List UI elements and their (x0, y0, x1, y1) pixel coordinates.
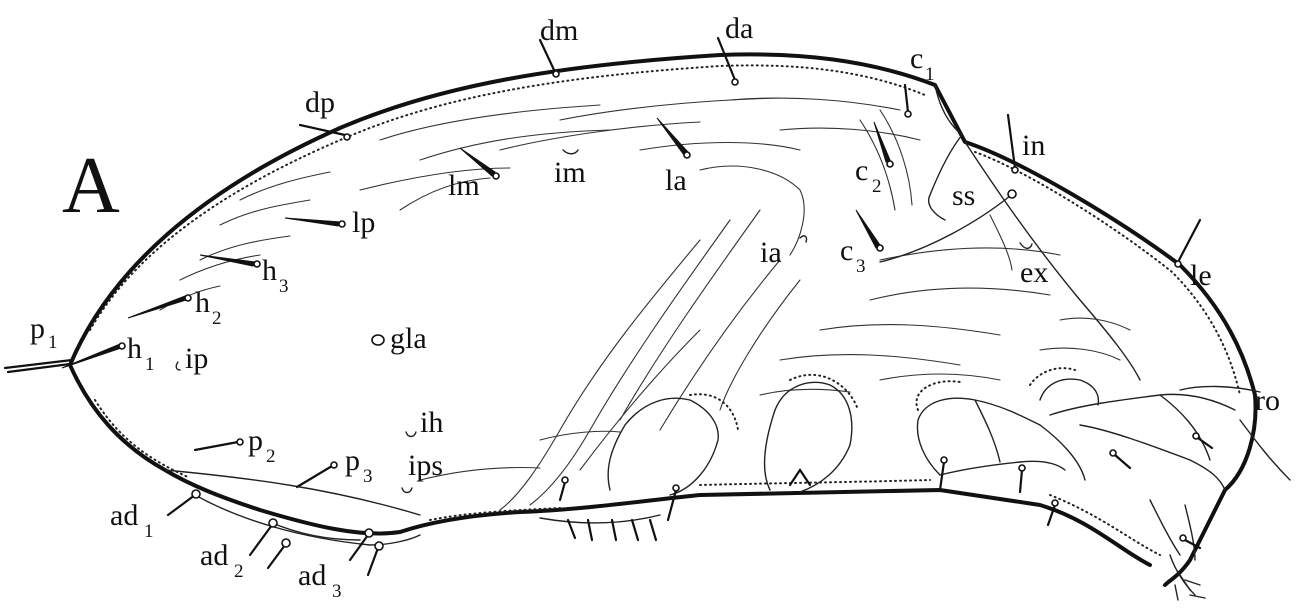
label-c3: c (840, 234, 853, 267)
label-da: da (725, 12, 753, 45)
panel-label: A (62, 142, 120, 230)
label-ad2: ad (200, 539, 228, 572)
cuticle-striae (160, 98, 1130, 510)
label-ad2-sub: 2 (234, 561, 244, 582)
seta-p1 (5, 360, 72, 372)
label-c2: c (855, 154, 868, 187)
seta-im (563, 150, 578, 154)
label-gla: gla (390, 322, 427, 355)
setae (5, 38, 1212, 600)
label-ex: ex (1020, 256, 1048, 289)
label-in: in (1022, 129, 1045, 162)
label-p2: p (248, 424, 263, 457)
label-p2-sub: 2 (266, 446, 276, 467)
seta-ih (406, 432, 416, 437)
seta-c3 (856, 210, 883, 251)
label-lp: lp (352, 206, 375, 239)
label-ad1-sub: 1 (144, 521, 154, 542)
label-ia: ia (760, 236, 782, 269)
label-h1-sub: 1 (145, 354, 155, 375)
label-c2-sub: 2 (872, 176, 882, 197)
label-ih: ih (420, 406, 443, 439)
seta-ad1 (168, 490, 200, 515)
label-im: im (554, 156, 586, 189)
seta-ips (402, 488, 412, 493)
seta-p3 (297, 462, 337, 487)
seta-ip (176, 362, 180, 370)
gland-opening-gla (372, 335, 384, 345)
seta-h2 (128, 295, 191, 318)
label-dm: dm (540, 14, 578, 47)
labels: A dm da dp c 1 in lm im la c 2 ss lp ia … (30, 12, 1280, 602)
seta-p2 (195, 439, 243, 450)
label-le: le (1190, 259, 1212, 292)
body-outline (70, 54, 1256, 585)
label-p3-sub: 3 (363, 466, 373, 487)
label-ip: ip (185, 342, 208, 375)
label-ad1: ad (110, 499, 138, 532)
label-c3-sub: 3 (856, 256, 866, 277)
label-ad3: ad (298, 559, 326, 592)
seta-h1 (62, 343, 125, 368)
label-p3: p (345, 444, 360, 477)
seta-c2 (874, 122, 893, 167)
label-h2: h (195, 286, 210, 319)
seta-ad3 (350, 529, 383, 575)
seta-ex (1020, 243, 1032, 248)
label-p1-sub: 1 (48, 332, 58, 353)
seta-da (718, 38, 738, 85)
label-lm: lm (448, 169, 480, 202)
label-ss: ss (952, 179, 975, 212)
label-ro: ro (1255, 384, 1280, 417)
label-dp: dp (305, 86, 335, 119)
label-h1: h (127, 332, 142, 365)
label-h2-sub: 2 (212, 308, 222, 329)
label-h3: h (262, 254, 277, 287)
seta-lp (285, 218, 345, 227)
label-c1: c (910, 42, 923, 75)
label-p1: p (30, 312, 45, 345)
label-h3-sub: 3 (279, 276, 289, 297)
label-la: la (665, 164, 687, 197)
seta-ad2 (250, 519, 290, 568)
label-c1-sub: 1 (925, 64, 935, 85)
label-ad3-sub: 3 (332, 581, 342, 602)
label-ips: ips (408, 449, 443, 482)
seta-ia (800, 236, 807, 242)
leg-setae (560, 433, 1212, 600)
